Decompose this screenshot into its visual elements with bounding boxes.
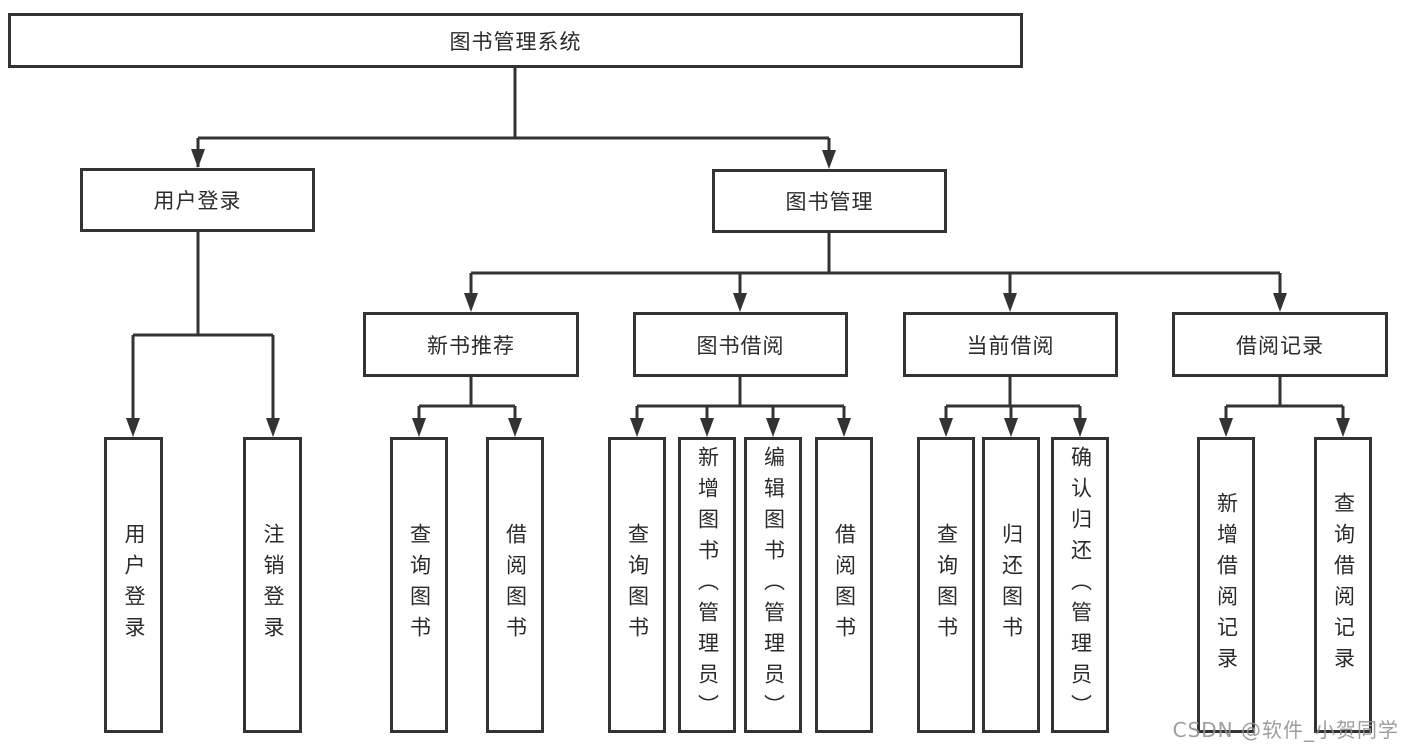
node-label: 查询图书 — [407, 523, 432, 647]
node-book-management-branch: 图书管理 — [712, 169, 947, 233]
node-label: 借阅图书 — [503, 523, 528, 647]
leaf-query-books-3: 查询图书 — [917, 437, 975, 733]
node-label: 用户登录 — [122, 523, 146, 647]
node-label: 新增图书（管理员） — [695, 445, 720, 725]
leaf-query-books-1: 查询图书 — [390, 437, 448, 733]
node-label: 图书管理 — [785, 190, 874, 214]
node-label: 用户登录 — [153, 189, 242, 213]
csdn-watermark: CSDN @软件_小贺同学 — [1172, 718, 1399, 742]
node-book-borrowing: 图书借阅 — [633, 312, 848, 377]
node-current-borrowing: 当前借阅 — [903, 312, 1118, 377]
node-label: 编辑图书（管理员） — [761, 445, 786, 725]
leaf-logout: 注销登录 — [243, 437, 302, 733]
node-label: 查询图书 — [625, 523, 650, 647]
node-user-login-branch: 用户登录 — [80, 168, 315, 232]
leaf-borrow-books-1: 借阅图书 — [486, 437, 544, 733]
node-label: 图书借阅 — [696, 333, 785, 358]
node-label: 查询借阅记录 — [1331, 492, 1356, 678]
node-label: 确认归还（管理员） — [1068, 445, 1093, 725]
node-label: 新书推荐 — [427, 333, 515, 358]
leaf-query-books-2: 查询图书 — [608, 437, 666, 733]
node-new-book-recommend: 新书推荐 — [363, 312, 579, 377]
node-label: 图书管理系统 — [449, 29, 582, 54]
leaf-user-login: 用户登录 — [104, 437, 163, 733]
node-label: 新增借阅记录 — [1214, 492, 1239, 678]
node-label: 借阅记录 — [1236, 333, 1324, 358]
node-label: 归还图书 — [999, 523, 1024, 647]
leaf-return-book: 归还图书 — [982, 437, 1040, 733]
node-root-library-management-system: 图书管理系统 — [8, 13, 1023, 68]
leaf-query-borrow-record: 查询借阅记录 — [1314, 437, 1372, 733]
node-label: 当前借阅 — [966, 333, 1055, 358]
leaf-edit-book-admin: 编辑图书（管理员） — [744, 437, 802, 733]
node-borrowing-records: 借阅记录 — [1172, 312, 1388, 377]
node-label: 借阅图书 — [832, 523, 857, 647]
leaf-add-borrow-record: 新增借阅记录 — [1197, 437, 1255, 733]
leaf-confirm-return-admin: 确认归还（管理员） — [1051, 437, 1109, 733]
arrowheads — [126, 149, 1350, 437]
node-label: 注销登录 — [261, 523, 285, 647]
leaf-borrow-books-2: 借阅图书 — [815, 437, 873, 733]
leaf-add-book-admin: 新增图书（管理员） — [678, 437, 736, 733]
node-label: 查询图书 — [934, 523, 959, 647]
